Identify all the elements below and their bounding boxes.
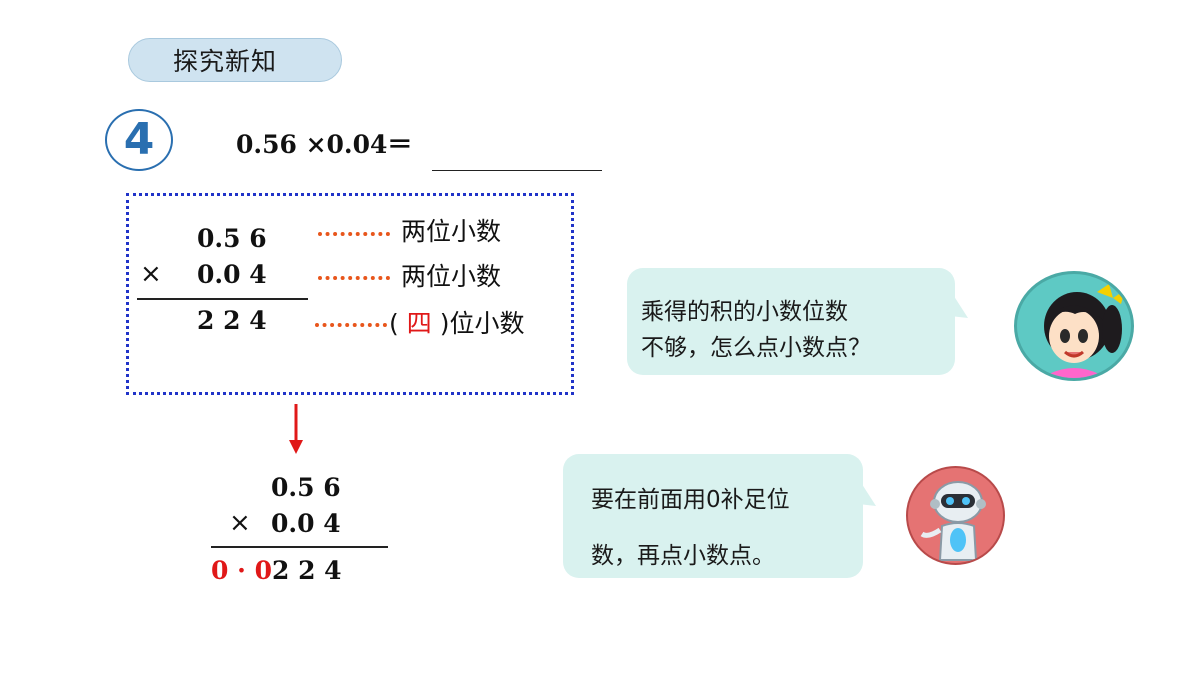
robot-icon bbox=[920, 481, 986, 561]
note-third: ( 四 )位小数 bbox=[389, 309, 524, 339]
result-point: · bbox=[237, 556, 246, 585]
girl-bubble-tail bbox=[950, 290, 968, 318]
section-tag-label: 探究新知 bbox=[173, 47, 278, 76]
calc-multiplier: 0.0 4 bbox=[197, 260, 267, 289]
girl-avatar bbox=[1014, 271, 1134, 381]
girl-line-2: 不够，怎么点小数点？ bbox=[641, 335, 871, 361]
robot-speech-bubble: 要在前面用0补足位 数，再点小数点。 bbox=[563, 454, 863, 578]
result-zero-1: 0 bbox=[211, 556, 229, 585]
answer-blank-line bbox=[432, 170, 602, 171]
robot-line-1: 要在前面用0补足位 bbox=[591, 487, 790, 513]
result-zero-2: 0 bbox=[254, 556, 272, 585]
robot-bubble-tail bbox=[858, 478, 876, 506]
leader-dots-2 bbox=[318, 276, 390, 280]
note-third-close: ) bbox=[439, 309, 450, 338]
calc-multiplicand: 0.5 6 bbox=[197, 224, 267, 253]
calculation-box bbox=[126, 193, 574, 395]
note-third-suffix: 位小数 bbox=[449, 309, 525, 338]
result-multiplier: 0.0 4 bbox=[271, 509, 341, 538]
note-first: 两位小数 bbox=[401, 217, 502, 246]
section-tag: 探究新知 bbox=[128, 38, 342, 82]
note-third-open: ( bbox=[389, 309, 399, 338]
result-rule-line bbox=[211, 546, 388, 548]
leader-dots-1 bbox=[318, 232, 390, 236]
result-digits: 2 2 4 bbox=[271, 556, 342, 585]
down-arrow-icon bbox=[289, 404, 303, 454]
problem-number-badge: 4 bbox=[105, 109, 173, 171]
note-third-fill: 四 bbox=[406, 309, 432, 338]
robot-line-2: 数，再点小数点。 bbox=[591, 543, 775, 569]
problem-number: 4 bbox=[123, 114, 155, 165]
girl-face-icon bbox=[1044, 284, 1125, 378]
leader-dots-3 bbox=[315, 323, 387, 327]
result-times-sign: × bbox=[229, 508, 251, 538]
robot-avatar bbox=[906, 466, 1005, 565]
result-multiplicand: 0.5 6 bbox=[271, 473, 341, 502]
calc-rule-line bbox=[137, 298, 308, 300]
result-product: 0 · 02 2 4 bbox=[211, 556, 342, 586]
calc-partial-product: 2 2 4 bbox=[197, 306, 267, 335]
calc-times-sign: × bbox=[140, 259, 162, 289]
girl-line-1: 乘得的积的小数位数 bbox=[641, 299, 848, 325]
girl-speech-bubble: 乘得的积的小数位数 不够，怎么点小数点？ bbox=[627, 268, 955, 375]
note-second: 两位小数 bbox=[401, 262, 502, 291]
problem-equation: 0.56 ×0.04＝ bbox=[236, 130, 413, 159]
